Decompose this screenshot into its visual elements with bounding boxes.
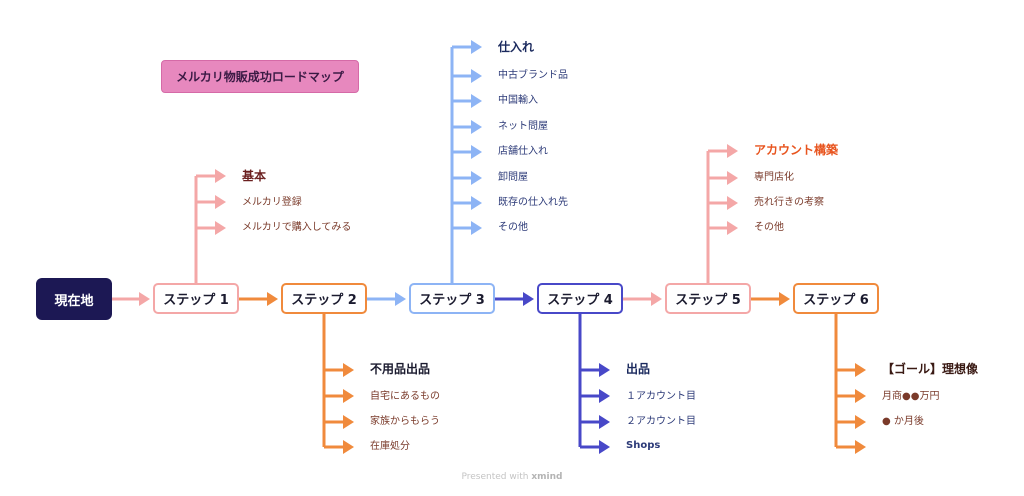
step-6-node[interactable]: ステップ 6 [793,283,879,314]
step2-item-family[interactable]: 家族からもらう [370,416,440,427]
step4-heading-listing[interactable]: 出品 [626,362,651,376]
step4-arrowhead-0 [599,363,610,377]
step-3-node[interactable]: ステップ 3 [409,283,495,314]
step3-item-used-brand[interactable]: 中古ブランド品 [498,70,568,81]
arrow-root-to-step1-head [139,292,150,306]
step4-arrowhead-3 [599,440,610,454]
step5-arrowhead-3 [727,221,738,235]
arrow-step3-to-step4-head [523,292,534,306]
presented-with-footer: Presented with xmind [0,472,1024,482]
step3-arrowhead-3 [471,120,482,134]
step1-arrowhead-2 [215,221,226,235]
step3-arrowhead-4 [471,145,482,159]
step3-item-existing-supplier[interactable]: 既存の仕入れ先 [498,197,568,208]
arrow-step4-to-step5-head [651,292,662,306]
arrow-step2-to-step3-head [395,292,406,306]
step6-arrowhead-1 [855,389,866,403]
step3-arrowhead-7 [471,221,482,235]
step2-arrowhead-0 [343,363,354,377]
step3-item-other[interactable]: その他 [498,222,528,233]
step5-item-specialty-store[interactable]: 専門店化 [754,172,794,183]
root-node-current-location[interactable]: 現在地 [36,278,112,320]
step4-item-shops[interactable]: Shops [626,440,661,451]
step6-item-monthly-revenue[interactable]: 月商●●万円 [882,391,940,402]
arrow-step5-to-step6-head [779,292,790,306]
step5-arrowhead-0 [727,144,738,158]
step5-heading-account-building[interactable]: アカウント構築 [754,143,839,157]
step1-item-mercari-register[interactable]: メルカリ登録 [242,197,302,208]
step1-heading-basics[interactable]: 基本 [242,169,267,183]
step1-arrowhead-0 [215,169,226,183]
step3-item-wholesaler[interactable]: 卸問屋 [498,172,528,183]
xmind-brand: xmind [531,472,563,482]
step6-arrowhead-3 [855,440,866,454]
step3-arrowhead-5 [471,171,482,185]
step-4-node[interactable]: ステップ 4 [537,283,623,314]
step-5-node[interactable]: ステップ 5 [665,283,751,314]
step2-heading-unused-items[interactable]: 不用品出品 [370,362,431,376]
step3-item-store-sourcing[interactable]: 店舗仕入れ [498,146,548,157]
step3-arrowhead-0 [471,40,482,54]
step-2-node[interactable]: ステップ 2 [281,283,367,314]
step3-item-net-wholesale[interactable]: ネット問屋 [498,121,548,132]
step3-arrowhead-2 [471,94,482,108]
step3-arrowhead-1 [471,69,482,83]
step6-heading-goal[interactable]: 【ゴール】理想像 [882,362,979,376]
step6-arrowhead-2 [855,415,866,429]
step2-arrowhead-3 [343,440,354,454]
step-1-node[interactable]: ステップ 1 [153,283,239,314]
step5-item-sales-analysis[interactable]: 売れ行きの考察 [754,197,824,208]
step6-arrowhead-0 [855,363,866,377]
step2-item-home[interactable]: 自宅にあるもの [370,391,440,402]
step1-arrowhead-1 [215,195,226,209]
step5-arrowhead-2 [727,196,738,210]
step3-item-china-import[interactable]: 中国輸入 [498,95,538,106]
step5-item-other[interactable]: その他 [754,222,784,233]
step3-arrowhead-6 [471,196,482,210]
step2-arrowhead-1 [343,389,354,403]
step4-item-account-1[interactable]: １アカウント目 [626,391,696,402]
step5-arrowhead-1 [727,171,738,185]
diagram-title: メルカリ物販成功ロードマップ [161,60,359,93]
step2-item-inventory[interactable]: 在庫処分 [370,441,410,452]
step6-item-months-later[interactable]: ● か月後 [882,416,924,427]
step3-heading-sourcing[interactable]: 仕入れ [498,40,535,54]
footer-prefix: Presented with [461,472,529,482]
step4-arrowhead-2 [599,415,610,429]
step1-item-try-purchase[interactable]: メルカリで購入してみる [242,222,352,233]
arrow-step1-to-step2-head [267,292,278,306]
step4-arrowhead-1 [599,389,610,403]
step4-item-account-2[interactable]: ２アカウント目 [626,416,696,427]
step2-arrowhead-2 [343,415,354,429]
